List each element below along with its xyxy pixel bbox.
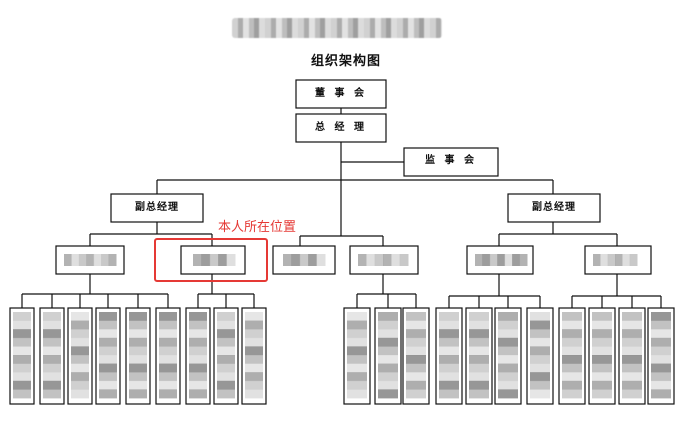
current-position-annotation: 本人所在位置	[218, 220, 297, 235]
redacted-column-text	[439, 312, 459, 399]
redacted-column-text	[189, 312, 207, 399]
general-manager-box	[295, 113, 387, 143]
board-label: 董 事 会	[315, 88, 367, 99]
redacted-column-text	[406, 312, 426, 399]
redacted-dept-name-2	[193, 254, 236, 266]
current-position-highlight	[154, 238, 268, 282]
redacted-column-text	[71, 312, 89, 399]
deputy-gm-right-box	[507, 193, 601, 223]
redacted-dept-name-1	[64, 254, 117, 266]
redacted-column-text	[592, 312, 612, 399]
deputy-gm-left-label: 副总经理	[135, 202, 179, 213]
redacted-column-text	[43, 312, 61, 399]
board-box	[295, 79, 387, 109]
general-manager-label: 总 经 理	[315, 122, 367, 133]
redacted-dept-name-4	[358, 254, 409, 266]
redacted-column-text	[13, 312, 31, 399]
redacted-column-text	[469, 312, 489, 399]
redacted-company-name	[232, 18, 442, 38]
redacted-dept-name-6	[593, 254, 638, 266]
deputy-gm-right-label: 副总经理	[532, 202, 576, 213]
supervisory-board-box	[403, 147, 499, 177]
redacted-column-text	[498, 312, 518, 399]
connector-lines	[21, 108, 662, 308]
supervisory-board-label: 监 事 会	[425, 155, 477, 166]
redacted-column-text	[159, 312, 177, 399]
redacted-column-text	[99, 312, 117, 399]
redacted-column-text	[347, 312, 367, 399]
deputy-gm-left-box	[110, 193, 204, 223]
redacted-column-text	[651, 312, 671, 399]
redacted-content	[13, 254, 671, 399]
redacted-column-text	[217, 312, 235, 399]
redacted-column-text	[378, 312, 398, 399]
redacted-column-text	[562, 312, 582, 399]
redacted-dept-name-5	[475, 254, 528, 266]
chart-title: 组织架构图	[310, 54, 381, 69]
redacted-column-text	[129, 312, 147, 399]
redacted-column-text	[530, 312, 550, 399]
redacted-column-text	[622, 312, 642, 399]
redacted-dept-name-3	[283, 254, 326, 266]
redacted-column-text	[245, 312, 263, 399]
